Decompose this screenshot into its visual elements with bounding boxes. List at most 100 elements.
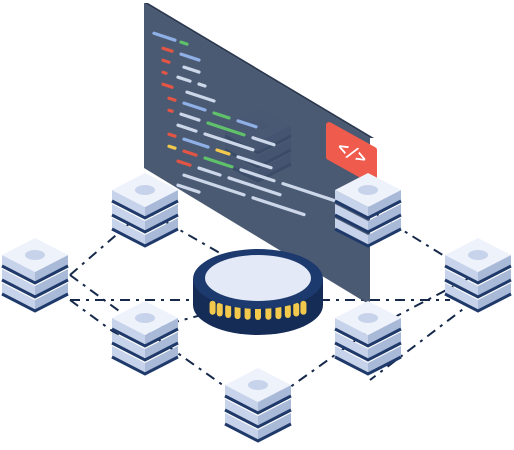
server-seam: [444, 278, 512, 299]
server-side-right: [145, 318, 178, 346]
server-top-dot: [358, 185, 378, 195]
server-side-left: [335, 318, 368, 346]
server-stack-icon: [111, 173, 179, 248]
hub-dots: [209, 300, 307, 320]
hub-dot: [234, 305, 241, 320]
code-line: [182, 65, 201, 74]
server-seam: [334, 355, 402, 376]
server-seam: [111, 341, 179, 362]
server-side-right: [145, 204, 178, 232]
server-stack-icon: [224, 368, 292, 443]
code-line: [182, 173, 246, 197]
code-line: [167, 108, 174, 113]
code-line: [251, 196, 306, 217]
code-line: [185, 90, 216, 103]
code-line: [203, 132, 255, 152]
server-stack-icon: [334, 173, 402, 248]
code-line: [179, 52, 201, 62]
code-line: [227, 176, 282, 197]
server-seam: [444, 264, 512, 285]
server-side-left: [112, 218, 145, 246]
code-line: [161, 58, 171, 64]
hub-dot: [216, 302, 223, 317]
server-stack-icon: [334, 301, 402, 376]
server-side-left: [445, 283, 478, 311]
code-line: [161, 70, 168, 75]
server-seam: [334, 199, 402, 220]
server-side-right: [478, 283, 511, 311]
server-side-left: [335, 332, 368, 360]
server-seam: [111, 355, 179, 376]
server-seam: [444, 292, 512, 313]
server-side-right: [145, 190, 178, 218]
server-side-left: [225, 413, 258, 441]
code-line: [203, 156, 234, 169]
server-side-left: [335, 218, 368, 246]
database-hub-icon: [193, 249, 323, 335]
code-window-icon: [144, 3, 374, 305]
server-seam: [224, 422, 292, 443]
hub-dot: [300, 300, 307, 315]
server-side-left: [335, 204, 368, 232]
code-brackets-icon: </>: [326, 122, 377, 185]
server-side-right: [35, 255, 68, 283]
code-window-panel: [144, 3, 370, 305]
code-line: [215, 148, 231, 156]
network-link-icon: [369, 299, 476, 381]
server-seam: [111, 213, 179, 234]
server-side-right: [478, 269, 511, 297]
server-side-right: [368, 190, 401, 218]
server-side-left: [2, 269, 35, 297]
code-lines: [152, 31, 336, 217]
hub-dot: [255, 306, 261, 320]
hub-dot: [244, 305, 251, 320]
code-line: [197, 82, 207, 88]
server-seam: [111, 327, 179, 348]
server-top-dot: [358, 313, 378, 323]
server-side-left: [112, 332, 145, 360]
code-line: [167, 96, 177, 102]
code-line: [197, 166, 222, 177]
server-side-right: [35, 283, 68, 311]
code-window-edge: [144, 3, 374, 138]
server-top-dot: [468, 250, 488, 260]
code-line: [251, 136, 276, 147]
server-side-right: [258, 413, 291, 441]
server-stack-icon: [444, 238, 512, 313]
server-side-right: [368, 204, 401, 232]
code-line: [176, 123, 198, 133]
server-seam: [224, 394, 292, 415]
hub-dot: [225, 304, 232, 319]
server-side-left: [335, 346, 368, 374]
hub-dot: [293, 302, 300, 317]
server-top-dot: [135, 185, 155, 195]
code-line: [176, 159, 192, 167]
server-side-left: [112, 190, 145, 218]
server-seam: [334, 341, 402, 362]
code-line: [167, 144, 177, 150]
server-seam: [1, 278, 69, 299]
server-stack-icon: [111, 301, 179, 376]
code-line: [281, 182, 336, 203]
code-line: [206, 121, 246, 137]
server-side-left: [445, 255, 478, 283]
code-line: [236, 119, 258, 129]
server-side-right: [368, 218, 401, 246]
server-seam: [1, 264, 69, 285]
server-side-left: [2, 255, 35, 283]
hub-dot: [284, 304, 291, 319]
code-line: [176, 75, 192, 83]
server-top-dot: [248, 380, 268, 390]
servers-front-row: [1, 173, 512, 443]
server-side-right: [145, 332, 178, 360]
server-side-right: [258, 399, 291, 427]
server-side-right: [368, 346, 401, 374]
server-seam: [111, 227, 179, 248]
hub-dot: [275, 305, 282, 320]
code-line: [236, 155, 273, 170]
code-line: [161, 82, 174, 89]
server-side-right: [145, 218, 178, 246]
code-line: [212, 111, 231, 120]
code-line: [239, 168, 276, 183]
